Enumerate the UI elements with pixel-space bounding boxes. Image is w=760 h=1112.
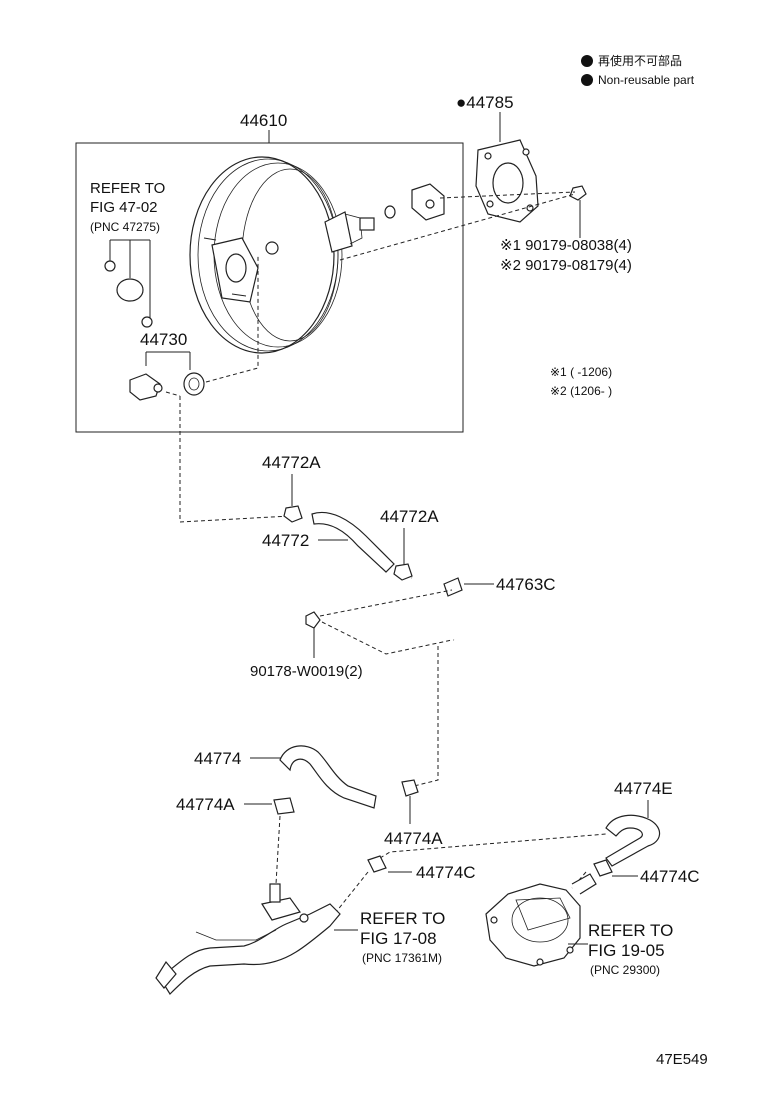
non-reusable-dot-icon <box>581 55 593 67</box>
refer-fig-17-line1: REFER TO <box>360 909 445 928</box>
refer-fig-19-line2: FIG 19-05 <box>588 941 665 960</box>
label-44772a-2: 44772A <box>380 507 439 526</box>
diagram-code: 47E549 <box>656 1051 708 1068</box>
hose-clip-part-4 <box>401 779 419 797</box>
refer-fig-19-line3: (PNC 29300) <box>590 963 660 977</box>
hose-clip-part-3 <box>273 797 295 815</box>
vacuum-hose-part-3 <box>605 814 661 867</box>
label-44785: ●44785 <box>456 93 514 112</box>
hose-clip-part-2 <box>393 563 413 581</box>
clevis-part <box>411 183 445 221</box>
check-valve-part <box>129 372 205 401</box>
label-44774a-1: 44774A <box>176 795 235 814</box>
vacuum-hose-part-2 <box>279 745 377 809</box>
label-44774c-1: 44774C <box>416 863 476 882</box>
brake-booster-part <box>189 156 396 354</box>
label-bolt-1: ※1 90179-08038(4) <box>500 237 632 254</box>
label-90178: 90178-W0019(2) <box>250 663 363 680</box>
refer-fig-17-line2: FIG 17-08 <box>360 929 437 948</box>
label-bolt-2: ※2 90179-08179(4) <box>500 257 632 274</box>
note-2: ※2 (1206- ) <box>550 384 612 398</box>
refer-fig-17-line3: (PNC 17361M) <box>362 951 442 965</box>
legend-jp: 再使用不可部品 <box>598 53 682 68</box>
label-44763c: 44763C <box>496 575 556 594</box>
washer-part <box>141 316 153 328</box>
nut-part-2 <box>305 611 321 629</box>
nut-part <box>569 185 587 201</box>
non-reusable-dot-icon <box>581 74 593 86</box>
label-44610: 44610 <box>240 111 287 130</box>
intake-manifold-part <box>155 883 341 995</box>
label-44772a-1: 44772A <box>262 453 321 472</box>
label-44774a-2: 44774A <box>384 829 443 848</box>
grommet-part <box>104 260 116 272</box>
vacuum-pump-part <box>485 873 597 967</box>
legend-en: Non-reusable part <box>598 73 695 87</box>
label-44774e: 44774E <box>614 779 673 798</box>
note-1: ※1 ( -1206) <box>550 365 612 379</box>
label-44772: 44772 <box>262 531 309 550</box>
gasket-part <box>475 139 539 223</box>
hose-clip-part <box>283 505 303 523</box>
label-44730: 44730 <box>140 330 187 349</box>
vacuum-pipe-part <box>411 576 480 644</box>
refer-fig-47-line3: (PNC 47275) <box>90 220 160 234</box>
label-44774c-2: 44774C <box>640 867 700 886</box>
vacuum-hose-part <box>311 511 395 573</box>
label-44774: 44774 <box>194 749 241 768</box>
refer-fig-19-line1: REFER TO <box>588 921 673 940</box>
refer-fig-47-line1: REFER TO <box>90 180 165 197</box>
hose-clamp-part-2 <box>593 859 613 877</box>
o-ring-part <box>116 278 144 302</box>
refer-fig-47-line2: FIG 47-02 <box>90 199 158 216</box>
hose-clamp-part <box>367 855 387 873</box>
